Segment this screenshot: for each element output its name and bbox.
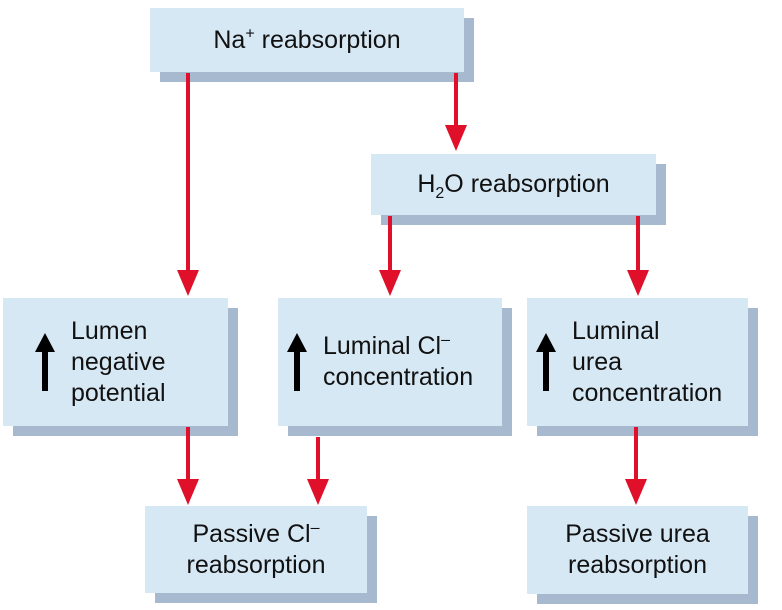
luminal-urea-concentration-node: Luminal urea concentration: [527, 298, 748, 426]
lumen-negative-potential-label: Lumen negative potential: [71, 316, 166, 407]
up-arrow-icon: [287, 333, 307, 391]
na-reabsorption-label: Na+ reabsorption: [213, 25, 401, 54]
passive-cl-reabsorption-node: Passive Cl– reabsorption: [145, 506, 367, 593]
arrowhead-urea-to-passive-urea: [625, 479, 647, 505]
arrowhead-h2o-to-urea: [627, 270, 649, 296]
passive-urea-reabsorption-label: Passive urea reabsorption: [565, 520, 710, 579]
up-arrow-icon: [536, 333, 556, 391]
arrowhead-na-to-lumen: [177, 270, 199, 296]
lumen-negative-potential-node: Lumen negative potential: [3, 298, 228, 426]
luminal-cl-concentration-label: Luminal Cl– concentration: [323, 331, 474, 391]
arrowhead-lumen-to-passive-cl: [177, 479, 199, 505]
arrowhead-h2o-to-cl: [379, 270, 401, 296]
arrowhead-cl-to-passive-cl: [307, 479, 329, 505]
luminal-urea-concentration-label: Luminal urea concentration: [572, 316, 723, 407]
up-arrow-icon: [35, 333, 55, 391]
h2o-reabsorption-label: H2O reabsorption: [417, 170, 610, 202]
arrowhead-na-to-h2o: [445, 125, 467, 151]
na-reabsorption-node: Na+ reabsorption: [150, 8, 464, 72]
luminal-cl-concentration-node: Luminal Cl– concentration: [278, 298, 502, 426]
passive-urea-reabsorption-node: Passive urea reabsorption: [527, 506, 748, 594]
h2o-reabsorption-node: H2O reabsorption: [371, 154, 656, 215]
passive-cl-reabsorption-label: Passive Cl– reabsorption: [186, 519, 326, 579]
